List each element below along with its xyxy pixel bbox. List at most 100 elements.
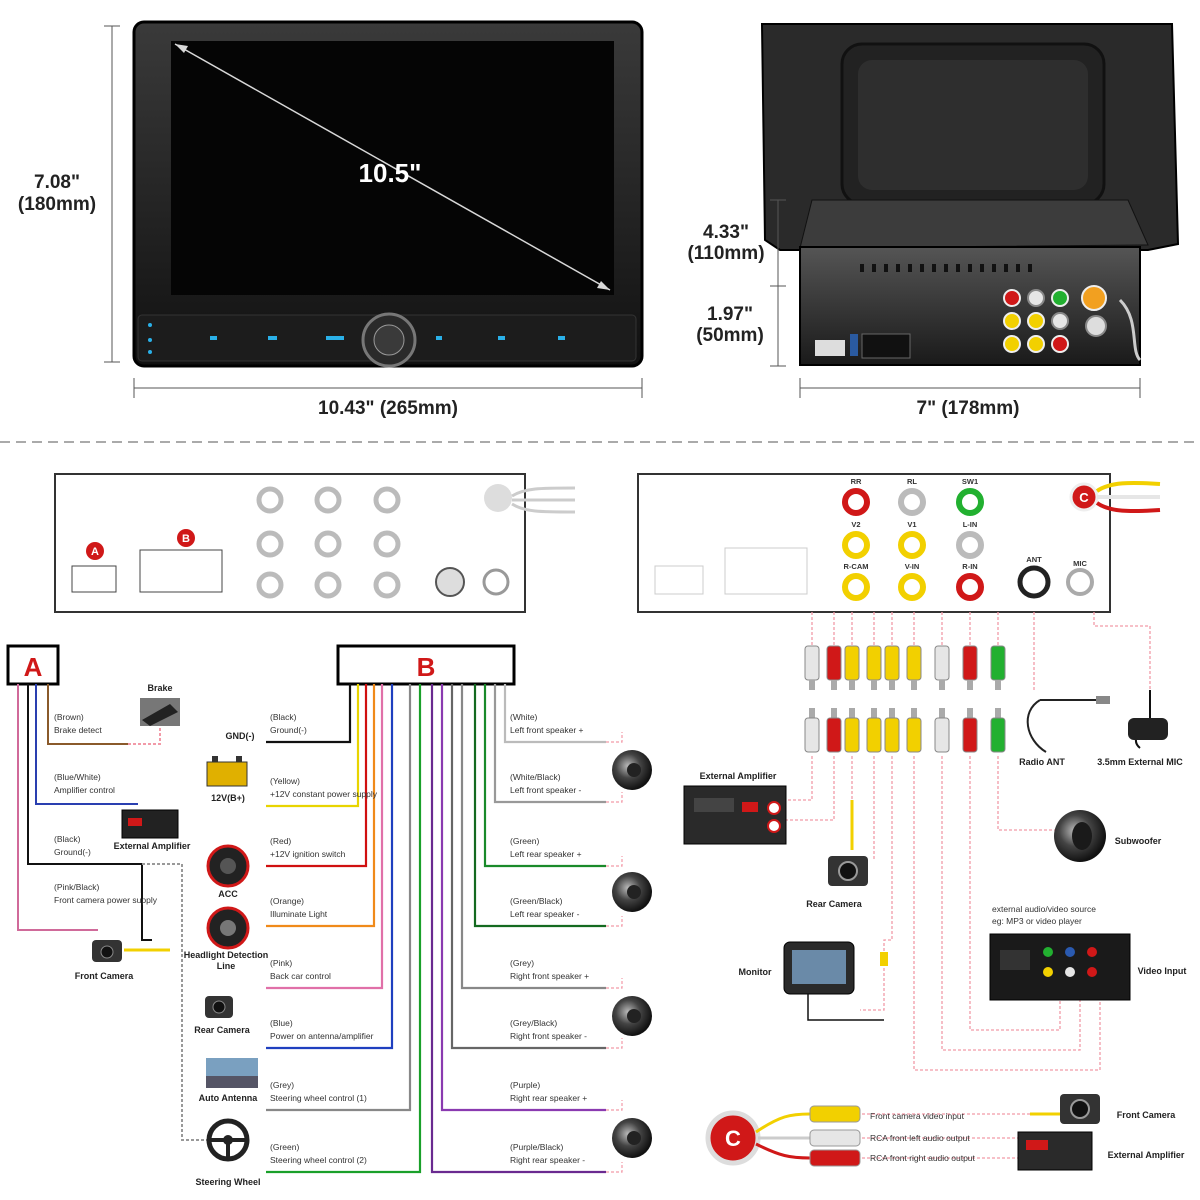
c-cable-line2: RCA front left audio output xyxy=(870,1133,970,1143)
steering-label: Steering Wheel xyxy=(195,1177,260,1187)
harness-b-right-wire xyxy=(483,684,606,868)
harness-b-left-wire-desc: Power on antenna/amplifier xyxy=(270,1031,374,1041)
harness-b-left-wire-desc: Steering wheel control (1) xyxy=(270,1093,367,1103)
front-height-mm-label: (180mm) xyxy=(18,194,96,215)
port-rl-label: RL xyxy=(907,477,917,486)
harness-b-right-wire xyxy=(473,684,606,928)
brake-device xyxy=(140,698,180,726)
harness-b-right-wire-color: (Green) xyxy=(510,836,539,846)
harness-b-left-wire-desc: Back car control xyxy=(270,971,331,981)
side-box-height-label: 1.97" xyxy=(707,304,753,325)
auto-ant-label: Auto Antenna xyxy=(199,1093,259,1103)
connector-a-box xyxy=(6,644,60,686)
subwoofer-device xyxy=(1054,810,1106,862)
speaker-lead xyxy=(606,856,623,867)
harness-b-right-wire xyxy=(493,684,606,804)
harness-b-left-wire xyxy=(266,684,384,990)
harness-b-right-wire-color: (Green/Black) xyxy=(510,896,563,906)
rca-plug xyxy=(962,645,978,753)
port-sw-label: SW1 xyxy=(962,477,978,486)
harness-b-right-wire-desc: Left front speaker + xyxy=(510,725,584,735)
front-cam-a-label: Front Camera xyxy=(75,971,135,981)
harness-b-left-wire xyxy=(266,684,376,928)
harness-b-text: (Black)Ground(-)(Yellow)+12V constant po… xyxy=(270,712,589,1165)
harness-b-wires xyxy=(266,684,623,1174)
harness-a-text: (Brown)Brake detect(Blue/White)Amplifier… xyxy=(54,712,158,905)
back-icon xyxy=(268,336,277,340)
connector-b-box xyxy=(336,644,516,686)
rear-cam-b-label: Rear Camera xyxy=(194,1025,251,1035)
port-rin-label: R-IN xyxy=(962,562,977,571)
harness-b-left-wire-desc: +12V ignition switch xyxy=(270,849,346,859)
speaker-lead xyxy=(606,732,623,743)
panel-connector-c-badge: C xyxy=(1079,490,1089,505)
harness-b-right-wire-desc: Left rear speaker + xyxy=(510,849,582,859)
harness-a-wire-color: (Black) xyxy=(54,834,81,844)
speaker-lead xyxy=(606,1162,623,1173)
rca-plug xyxy=(884,645,900,753)
rca-monitor-device xyxy=(783,941,888,1021)
port-rr-label: RR xyxy=(851,477,862,486)
speaker-lead xyxy=(606,978,623,989)
side-width-label: 7" (178mm) xyxy=(917,398,1020,419)
phone-icon xyxy=(436,336,442,340)
b-left-devices xyxy=(205,756,258,1162)
harness-b-right-wire-desc: Right rear speaker + xyxy=(510,1093,587,1103)
harness-b-left-wire-color: (Green) xyxy=(270,1142,299,1152)
headlight-label: Headlight Detection Line xyxy=(183,950,269,971)
speaker-lead xyxy=(606,1038,623,1049)
port-v1-label: V1 xyxy=(907,520,916,529)
c-cable-badge: C xyxy=(725,1126,741,1151)
speaker-icon xyxy=(612,872,652,912)
harness-b-right-wire-color: (White) xyxy=(510,712,538,722)
harness-b-right-wire-desc: Right rear speaker - xyxy=(510,1155,585,1165)
harness-b-left-wire xyxy=(266,684,360,808)
port-v2-label: V2 xyxy=(851,520,860,529)
harness-b-left-wire xyxy=(266,684,368,868)
brake-label: Brake xyxy=(147,683,172,693)
video-input-device xyxy=(989,933,1131,1001)
harness-b-right-wire-color: (White/Black) xyxy=(510,772,561,782)
harness-a-wire-color: (Blue/White) xyxy=(54,772,101,782)
harness-b-left-wire-desc: +12V constant power supply xyxy=(270,789,378,799)
speaker-icon xyxy=(612,996,652,1036)
harness-b-left-wire-color: (Red) xyxy=(270,836,291,846)
harness-b-left-wire xyxy=(266,684,422,1174)
rca-rear-cam-label: Rear Camera xyxy=(806,899,863,909)
rca-wires xyxy=(786,612,1151,1071)
left-rear-panel xyxy=(54,473,576,613)
next-icon xyxy=(558,336,565,340)
screen-size-label: 10.5" xyxy=(359,158,422,188)
harness-b-left-wire xyxy=(266,684,394,1050)
subwoofer-label: Subwoofer xyxy=(1115,836,1162,846)
rca-ext-amp-label: External Amplifier xyxy=(700,771,777,781)
speaker-icon xyxy=(612,750,652,790)
harness-b-right-wire xyxy=(450,684,606,1050)
side-total-height-label: 4.33" xyxy=(703,222,749,243)
rca-plug xyxy=(826,645,842,753)
harness-b-right-wire-color: (Purple/Black) xyxy=(510,1142,564,1152)
port-ant-label: ANT xyxy=(1026,555,1042,564)
c-ext-amp-label: External Amplifier xyxy=(1108,1150,1185,1160)
harness-b-left-wire xyxy=(266,684,352,744)
front-width-label: 10.43" (265mm) xyxy=(318,398,458,419)
right-rear-panel xyxy=(637,473,1161,613)
ext-amp-a-label: External Amplifier xyxy=(114,841,191,851)
video-input-label: Video Input xyxy=(1138,966,1187,976)
speakers xyxy=(612,750,652,1158)
rca-plug xyxy=(934,645,950,753)
harness-b-right-wire xyxy=(503,684,606,744)
side-box-height-mm-label: (50mm) xyxy=(696,325,764,346)
rca-plug xyxy=(844,645,860,753)
harness-b-left-wire-color: (Yellow) xyxy=(270,776,300,786)
harness-b-left-wire-desc: Illuminate Light xyxy=(270,909,328,919)
rca-rear-cam-device xyxy=(828,800,868,886)
harness-b-left-wire-desc: Ground(-) xyxy=(270,725,307,735)
rca-plug xyxy=(906,645,922,753)
harness-b-left-wire-color: (Grey) xyxy=(270,1080,294,1090)
front-cam-a-device xyxy=(92,940,170,962)
rca-ext-amp-device xyxy=(683,785,787,845)
ext-mic-device xyxy=(1128,690,1168,749)
c-cable-device xyxy=(705,1094,1100,1171)
